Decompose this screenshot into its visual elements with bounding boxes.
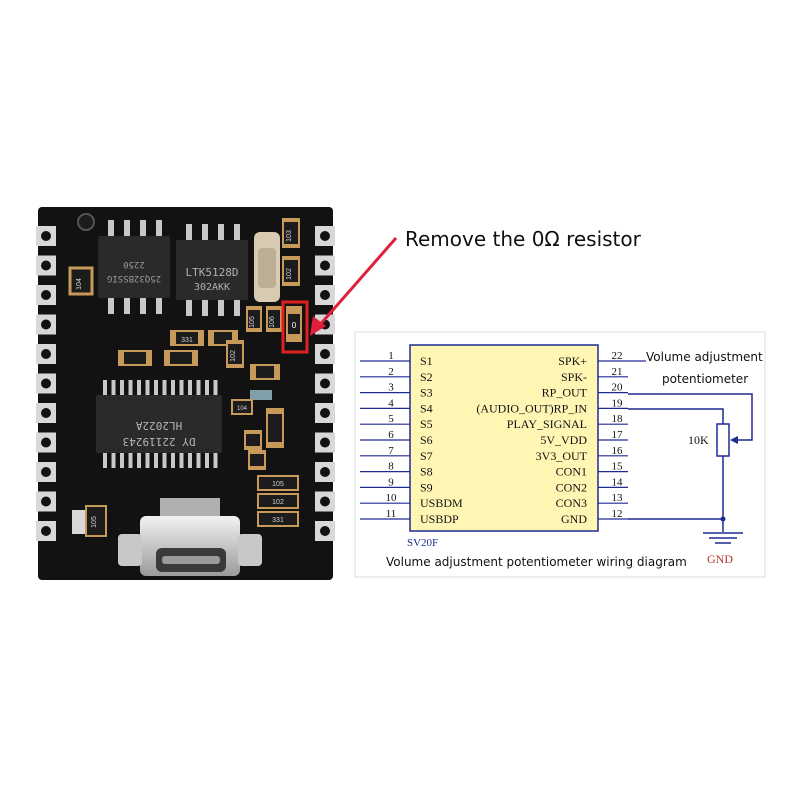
left-pin-number: 4 [388,397,394,409]
left-pin-number: 2 [388,366,394,378]
left-pin-number: 9 [388,476,394,488]
chip-u2-line2: 302AKK [194,282,230,293]
chip-u3: HL2022A DY 22119243 [96,395,222,453]
mark-r13: 105 [91,516,98,528]
left-pin-label: S4 [420,401,433,415]
mark-r10: 105 [272,481,284,488]
chip-body [409,344,599,532]
right-pin-label: SPK- [561,370,587,384]
right-pin-label: SPK+ [558,354,587,368]
right-pin-label: CON3 [556,496,587,510]
pot-wiper-arrow [730,436,738,444]
mark-r3: 104 [76,278,83,290]
chip-u1-line1: 2250 [123,259,145,269]
chip-u2-line1: LTK5128D [186,266,239,279]
smd-parts: 103 102 104 0 105 106 331 102 104 [68,218,302,537]
right-pin-label: GND [561,512,587,526]
mark-r8: 102 [230,350,237,362]
wires [628,393,753,544]
right-pin-number: 22 [612,350,623,362]
callout-text: Remove the 0Ω resistor [405,227,641,251]
left-pin-label: S5 [420,417,433,431]
mark-r7: 331 [181,337,193,344]
left-pin-label: S8 [420,465,433,479]
right-pin-number: 14 [612,476,624,488]
right-pin-label: (AUDIO_OUT)RP_IN [476,401,587,415]
left-pin-label: S3 [420,386,433,400]
left-pin-number: 8 [388,461,394,473]
left-pin-number: 10 [386,492,398,504]
chip-name: SV20F [407,537,438,549]
pot-label: 10K [688,433,709,447]
left-pin-label: S6 [420,433,433,447]
left-pin-label: S1 [420,354,433,368]
right-pin-number: 12 [612,508,623,520]
caption: Volume adjustment potentiometer wiring d… [386,555,687,569]
mark-r9: 104 [237,406,248,412]
right-pin-number: 21 [612,366,623,378]
right-pin-number: 20 [612,382,624,394]
left-pin-label: S9 [420,480,433,494]
chip-u1: 2250 25Q32BSSIG [98,236,170,298]
mark-r11: 102 [272,499,284,506]
right-pin-number: 13 [612,492,624,504]
left-pin-label: USBDP [420,512,459,526]
right-pin-number: 18 [612,413,624,425]
mark-r6: 106 [269,316,276,328]
callout-arrow [310,237,398,336]
mark-r12: 331 [272,517,284,524]
right-pin-number: 17 [612,429,624,441]
mark-r2: 102 [286,268,293,280]
left-pin-number: 6 [388,429,394,441]
right-pin-number: 16 [612,445,624,457]
chip-u3-line1: HL2022A [135,419,182,432]
left-pin-number: 1 [388,350,394,362]
chip-u2: LTK5128D 302AKK [176,240,248,300]
right-pin-label: CON2 [556,480,587,494]
right-pin-number: 19 [612,397,624,409]
left-pin-label: S2 [420,370,433,384]
mark-r4: 0 [292,321,297,330]
mark-r5: 105 [249,316,256,328]
left-pin-label: S7 [420,449,433,463]
gnd-label: GND [707,552,733,566]
pin-list: 1 S1 2 S2 3 S3 4 S4 5 S5 6 S6 7 S7 8 S8 9 S9 10 USBDM 11 USBD… [360,350,646,526]
annotation-line1: Volume adjustment [646,350,763,364]
right-pin-label: RP_OUT [542,386,588,400]
right-pin-label: 3V3_OUT [536,449,588,463]
annotation-line2: potentiometer [662,372,748,386]
chip-u3-line2: DY 22119243 [123,435,196,448]
right-pin-number: 15 [612,461,624,473]
mark-r1: 103 [286,230,293,242]
usb-connector [118,498,262,576]
right-pin-label: PLAY_SIGNAL [507,417,587,431]
left-pin-number: 5 [388,413,394,425]
left-pin-number: 7 [388,445,394,457]
chip-u1-line2: 25Q32BSSIG [107,273,161,283]
right-pin-label: CON1 [556,465,587,479]
junction-dot [720,516,726,522]
left-pin-label: USBDM [420,496,463,510]
right-pin-label: 5V_VDD [540,433,587,447]
resistor-highlight [281,300,309,354]
left-pin-number: 11 [386,508,397,520]
left-pin-number: 3 [388,382,394,394]
